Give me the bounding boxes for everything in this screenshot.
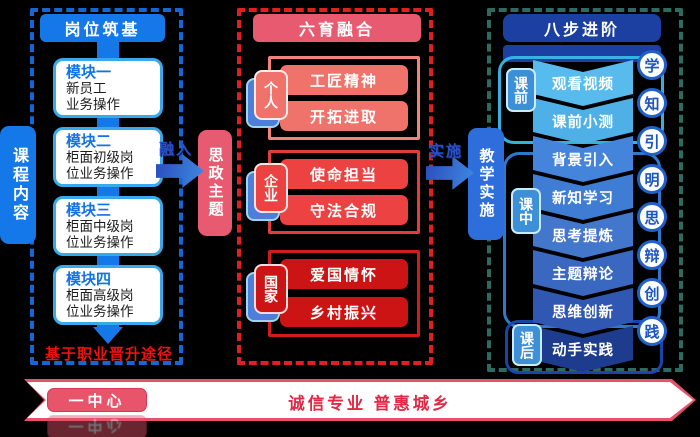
module-line: 柜面中级岗 [66, 219, 134, 234]
step-badge: 引 [637, 126, 667, 156]
arrow2-label: 实施 [428, 143, 463, 160]
theme-item: 开拓进取 [280, 101, 408, 131]
module-title: 模块一 [66, 64, 112, 81]
one-center-box: 一中心 [47, 388, 147, 412]
module-line: 新员工 [66, 81, 107, 96]
one-center-reflection: 一中心 [47, 415, 147, 437]
phase-tag-in-class: 课中 [511, 188, 541, 234]
step-badge: 践 [637, 316, 667, 346]
phase-tag-after-class: 课后 [512, 324, 542, 366]
category-tag-enterprise: 企业 [246, 163, 290, 221]
ideological-theme-label: 思政主题 [198, 130, 232, 236]
module-card-2: 模块二 柜面初级岗 位业务操作 [53, 127, 163, 187]
curriculum-content-label: 课程内容 [0, 126, 36, 244]
phase-tag-before-class: 课前 [506, 68, 536, 112]
step-badge: 明 [637, 164, 667, 194]
step-badge: 知 [637, 88, 667, 118]
middle-panel-header: 六育融合 [253, 14, 421, 42]
module-title: 模块二 [66, 133, 112, 150]
slogan-text: 诚信专业 普惠城乡 [288, 395, 452, 413]
theme-item: 工匠精神 [280, 65, 408, 95]
step-badge: 思 [637, 202, 667, 232]
theme-item: 爱国情怀 [280, 259, 408, 289]
teaching-implementation-label: 教学实施 [468, 128, 504, 240]
category-tag-label: 个人 [254, 70, 288, 120]
module-card-1: 模块一 新员工 业务操作 [53, 58, 163, 118]
arrow1-label: 融入 [158, 141, 193, 158]
down-arrow-icon [93, 327, 123, 344]
module-line: 位业务操作 [66, 166, 134, 181]
theme-item: 使命担当 [280, 159, 408, 189]
module-line: 位业务操作 [66, 304, 134, 319]
step-badge: 辩 [637, 240, 667, 270]
middle-panel-dashed-border [237, 8, 433, 365]
theme-item: 守法合规 [280, 195, 408, 225]
module-title: 模块四 [66, 271, 112, 288]
module-card-4: 模块四 柜面高级岗 位业务操作 [53, 265, 163, 325]
category-tag-personal: 个人 [246, 70, 290, 128]
left-panel-header: 岗位筑基 [40, 14, 165, 42]
category-tag-nation: 国家 [246, 264, 290, 322]
theme-item: 乡村振兴 [280, 297, 408, 327]
category-tag-label: 企业 [254, 163, 288, 213]
module-line: 柜面初级岗 [66, 150, 134, 165]
module-line: 业务操作 [66, 97, 120, 112]
step-badge: 学 [637, 50, 667, 80]
module-line: 柜面高级岗 [66, 288, 134, 303]
left-panel-footnote: 基于职业晋升途径 [44, 346, 173, 363]
module-title: 模块三 [66, 202, 112, 219]
one-center-reflection-box: 一中心 [47, 415, 147, 437]
module-line: 位业务操作 [66, 235, 134, 250]
category-tag-label: 国家 [254, 264, 288, 314]
step-badge: 创 [637, 278, 667, 308]
module-card-3: 模块三 柜面中级岗 位业务操作 [53, 196, 163, 256]
right-panel-header: 八步进阶 [503, 14, 661, 42]
